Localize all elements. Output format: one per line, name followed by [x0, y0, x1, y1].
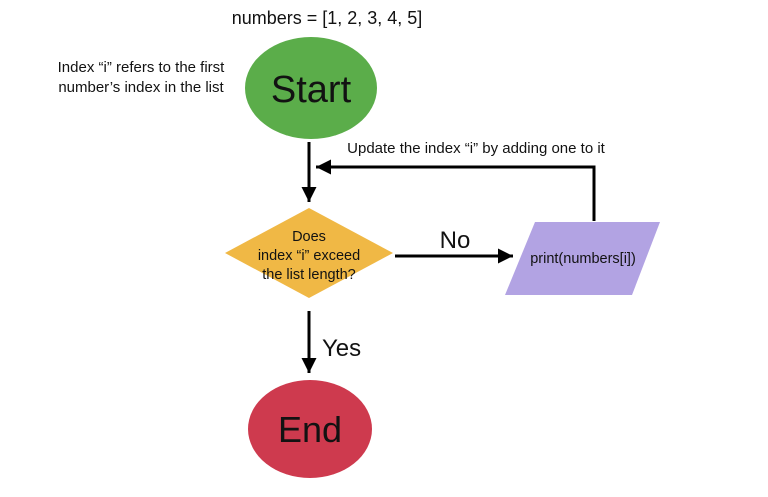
end-node-label: End	[278, 409, 342, 450]
start-node	[245, 37, 377, 139]
index-note-line2: number’s index in the list	[58, 79, 224, 96]
decision-node-line2: index “i” exceed	[258, 248, 360, 264]
start-node-label: Start	[271, 69, 352, 111]
index-note-line1: Index “i” refers to the first	[58, 59, 226, 76]
print-node	[505, 222, 660, 295]
end-node	[248, 380, 372, 478]
no-edge-label: No	[440, 227, 471, 254]
loop-back-arrow	[316, 159, 596, 221]
decision-node-line1: Does	[292, 229, 326, 245]
list-definition-label: numbers = [1, 2, 3, 4, 5]	[232, 8, 423, 28]
yes-edge-label: Yes	[322, 335, 361, 362]
print-node-label: print(numbers[i])	[530, 251, 636, 267]
decision-node	[225, 208, 393, 298]
decision-node-line3: the list length?	[262, 267, 356, 283]
loop-annotation: Update the index “i” by adding one to it	[347, 140, 605, 157]
